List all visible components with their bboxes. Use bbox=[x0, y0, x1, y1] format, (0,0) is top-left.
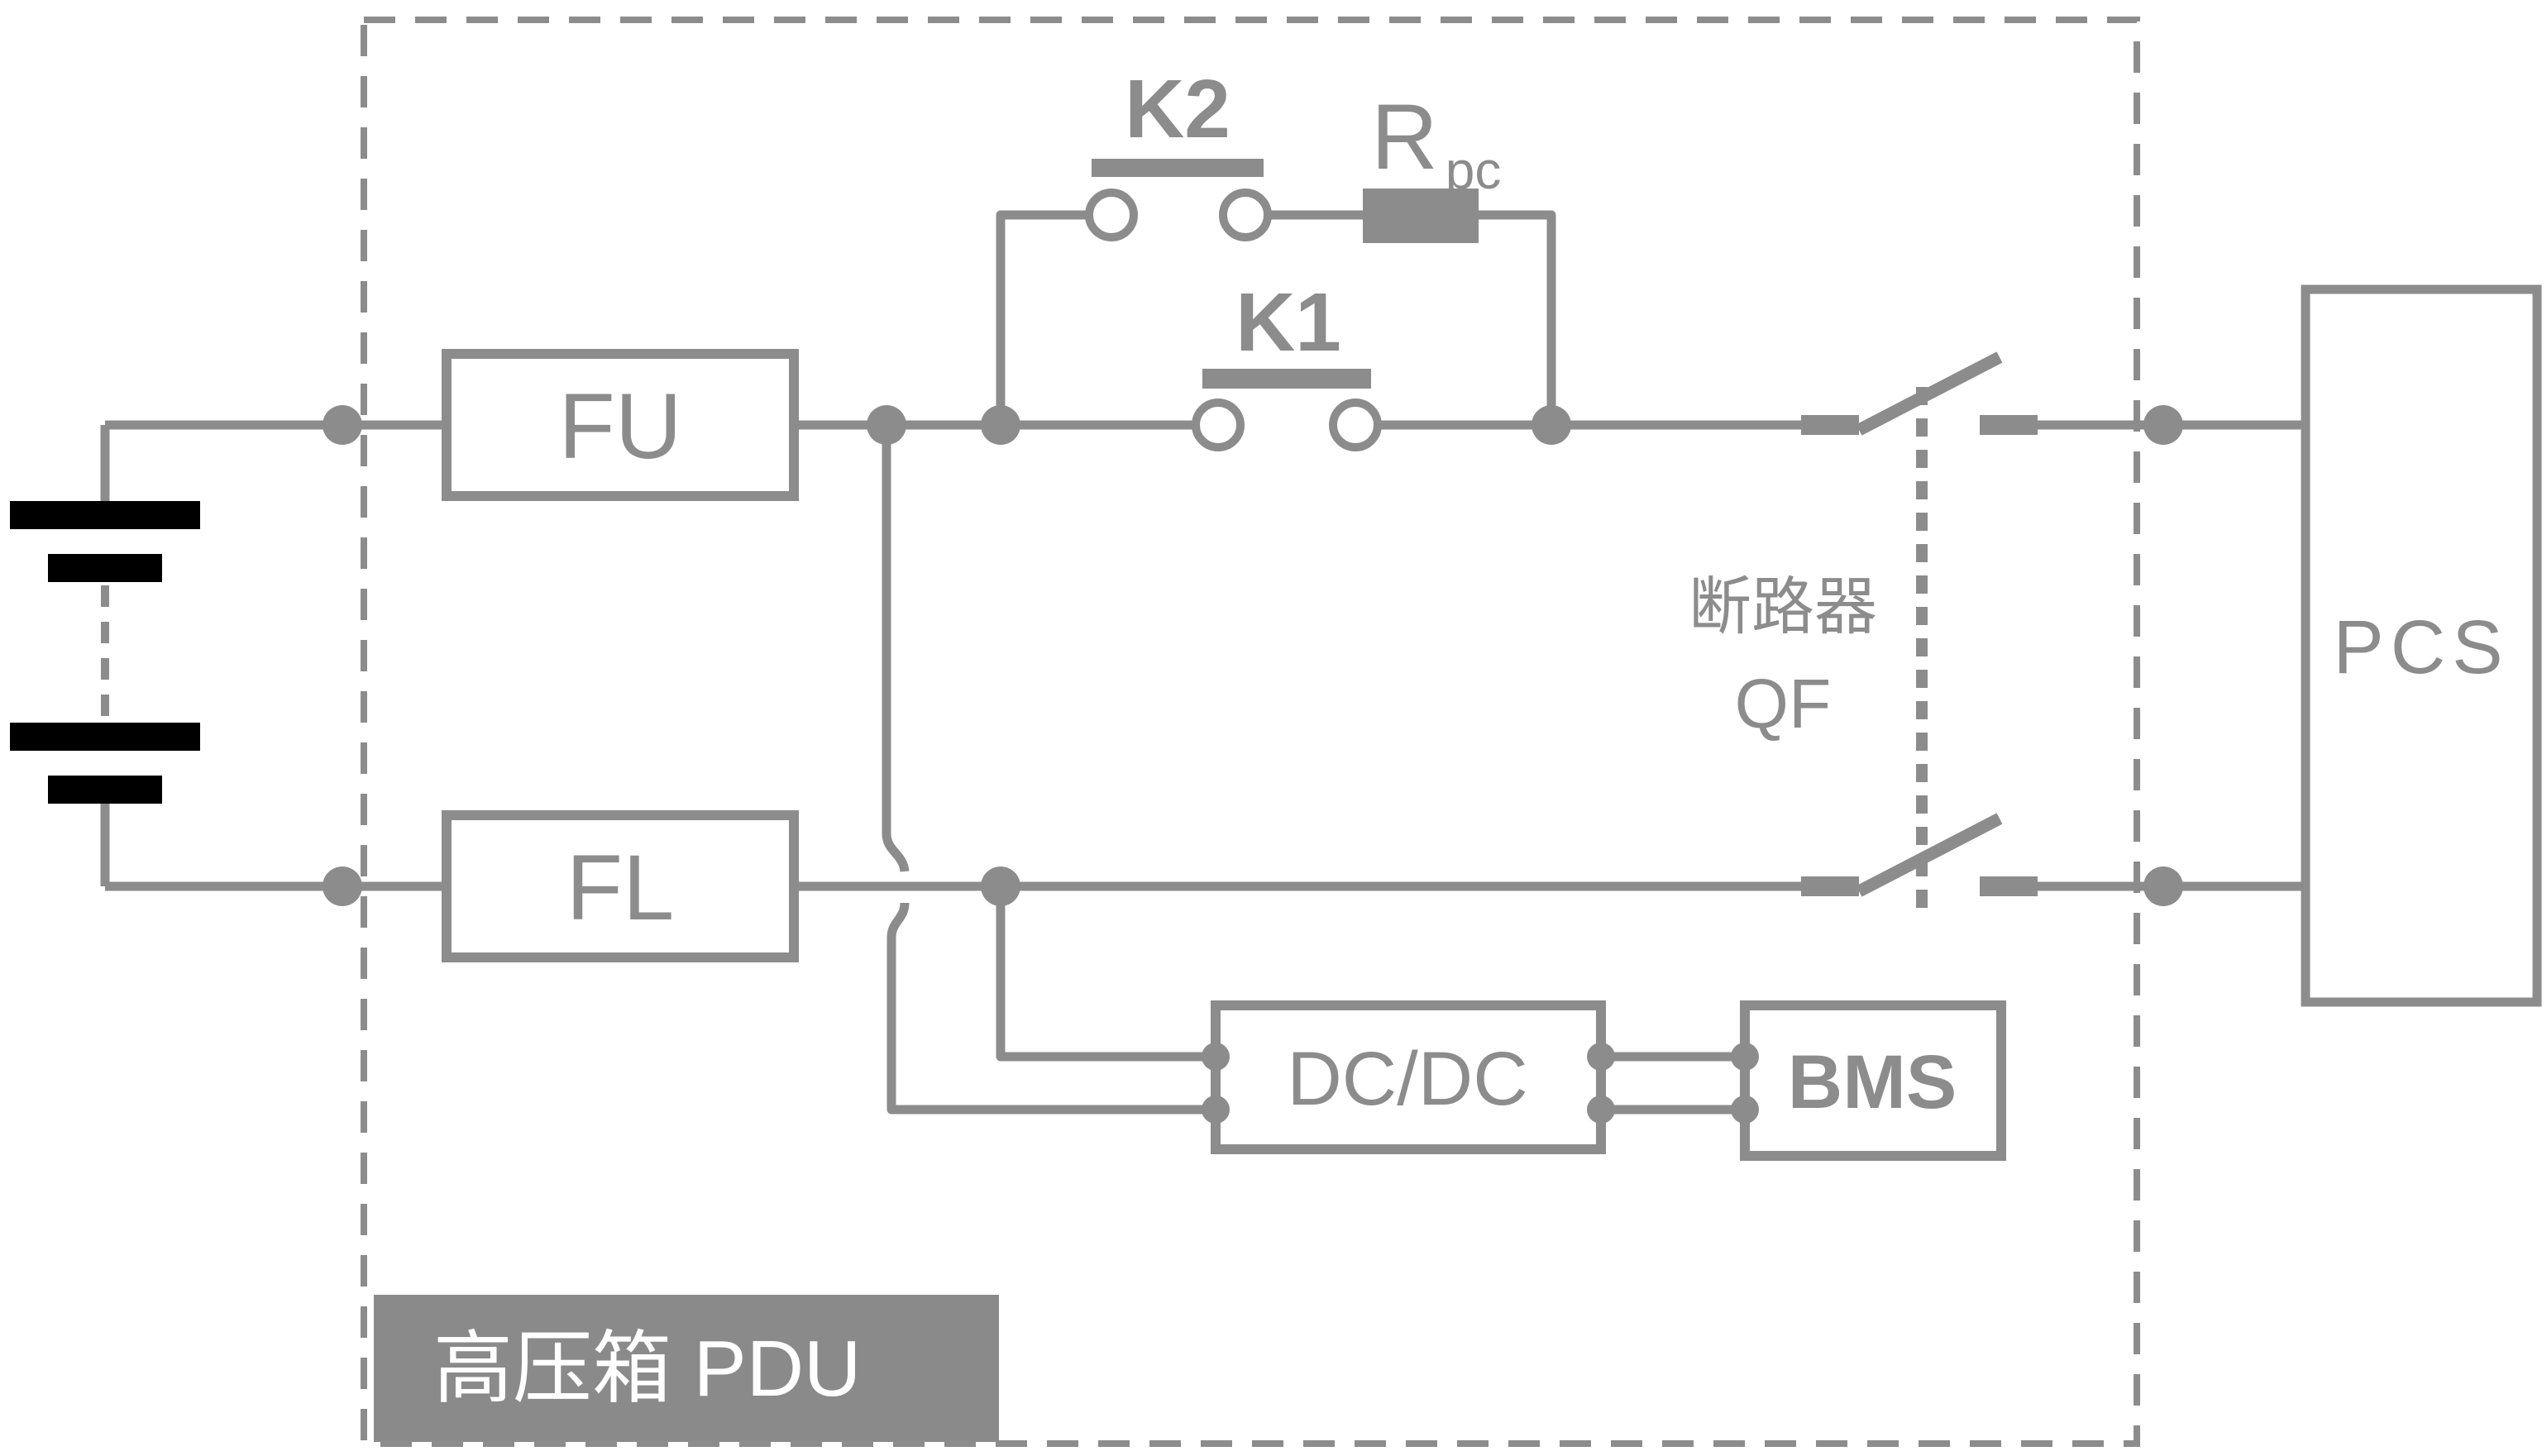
pcs-label: PCS bbox=[2333, 605, 2509, 690]
rpc-label: R pc bbox=[1371, 85, 1501, 200]
wire-dcdc-feed-bottom-bus bbox=[996, 886, 1216, 1062]
fu-label: FU bbox=[558, 375, 681, 478]
circuit-breaker-pole-bottom bbox=[1801, 813, 2038, 897]
wire-dcdc-feed-lower bbox=[886, 938, 1216, 1115]
rpc-label-symbol: R bbox=[1371, 85, 1438, 189]
battery-plate-short bbox=[48, 776, 162, 804]
junction-dot bbox=[2143, 866, 2183, 906]
breaker-terminal-stub bbox=[1980, 876, 2038, 896]
circuit-breaker-pole-top bbox=[1801, 351, 2038, 436]
junction-dot bbox=[867, 405, 906, 445]
fl-fuse-box bbox=[442, 810, 799, 962]
pdu-title-box bbox=[374, 1295, 999, 1442]
breaker-terminal-stub bbox=[1801, 876, 1859, 896]
k1-contactor bbox=[1192, 369, 1382, 451]
connection-pin bbox=[1202, 1096, 1230, 1124]
breaker-name-label: 断路器 bbox=[1689, 572, 1877, 642]
connection-pin bbox=[1731, 1043, 1759, 1071]
k2-contact-terminal bbox=[1219, 189, 1272, 241]
bms-box bbox=[1740, 1000, 2006, 1161]
connection-pin bbox=[1202, 1043, 1230, 1071]
junction-dot bbox=[981, 405, 1020, 445]
fu-fuse-box bbox=[442, 349, 799, 501]
battery-plate-long bbox=[10, 501, 200, 529]
battery-symbol bbox=[10, 425, 200, 886]
wire-crossover-hop bbox=[882, 833, 910, 872]
rpc-label-subscript: pc bbox=[1446, 141, 1502, 200]
pcs-box bbox=[2301, 284, 2542, 1007]
breaker-terminal-stub bbox=[1801, 415, 1859, 435]
k1-armature-bar bbox=[1202, 369, 1371, 389]
connection-pin bbox=[1587, 1096, 1615, 1124]
connection-pin bbox=[1587, 1043, 1615, 1071]
junction-dot bbox=[323, 866, 362, 906]
junction-dot bbox=[323, 405, 362, 445]
pdu-boundary bbox=[361, 17, 2140, 1447]
dcdc-label: DC/DC bbox=[1287, 1037, 1527, 1121]
k2-contactor bbox=[1085, 159, 1272, 241]
battery-plate-long bbox=[10, 723, 200, 751]
wire-precharge-return bbox=[1479, 210, 1556, 425]
k1-contact-terminal bbox=[1192, 399, 1245, 451]
k2-contact-terminal bbox=[1085, 189, 1138, 241]
wire-k2-branch-up bbox=[996, 210, 1089, 425]
k2-label: K2 bbox=[1125, 63, 1230, 155]
junction-dot bbox=[2143, 405, 2183, 445]
breaker-blade bbox=[1856, 813, 2003, 897]
k2-armature-bar bbox=[1092, 159, 1264, 177]
battery-plate-short bbox=[48, 554, 162, 582]
precharge-resistor bbox=[1363, 189, 1479, 243]
wire-crossover-hop bbox=[886, 902, 910, 938]
breaker-blade bbox=[1856, 351, 2003, 436]
junction-dot bbox=[1532, 405, 1571, 445]
k1-contact-terminal bbox=[1329, 399, 1382, 451]
k1-label: K1 bbox=[1235, 276, 1341, 369]
connection-pin bbox=[1731, 1096, 1759, 1124]
connection-pins bbox=[1202, 1043, 1759, 1124]
junction-dot bbox=[981, 866, 1020, 906]
pdu-title-label: 高压箱 PDU bbox=[433, 1325, 861, 1413]
fl-label: FL bbox=[566, 836, 675, 939]
bms-label: BMS bbox=[1788, 1040, 1957, 1124]
junction-dots bbox=[323, 405, 2183, 906]
dcdc-converter-box bbox=[1211, 1000, 1606, 1154]
breaker-terminal-stub bbox=[1980, 415, 2038, 435]
breaker-code-label: QF bbox=[1735, 665, 1832, 742]
